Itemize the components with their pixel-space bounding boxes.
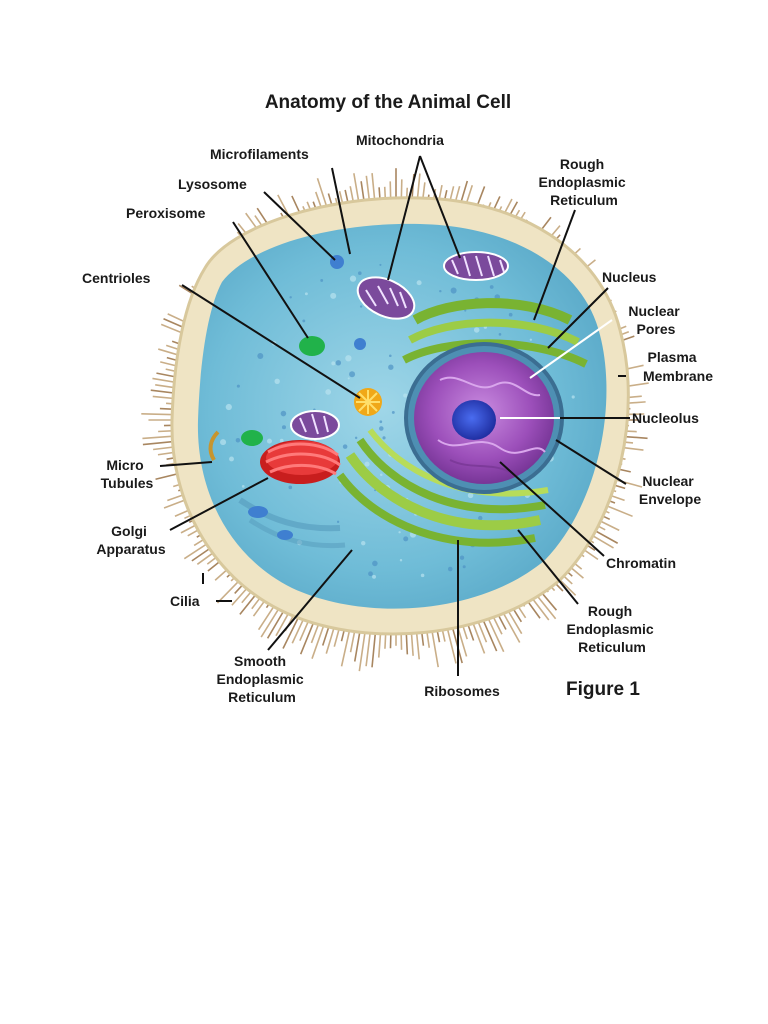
cytoplasm-speck [379,420,383,424]
cytoplasm-speck [274,378,280,384]
cytoplasm-speck [467,492,474,499]
cytoplasm-speck [447,566,453,572]
cytoplasm-speck [354,436,358,440]
centrioles-shape [354,388,382,416]
label-plasma-membrane: Plasma Membrane [643,349,713,384]
chromatin-shape [437,376,546,473]
cytoplasm-speck [225,403,232,411]
cytoplasm-speck [349,275,357,282]
mitochondrion-middle [290,410,340,440]
cytoplasm-speck [498,333,502,336]
cytoplasm-speck [304,292,308,296]
cytoplasm-speck [325,389,332,395]
cytoplasm-speck [288,485,293,490]
cytoplasm-speck [229,456,234,462]
cytoplasm-speck [398,531,401,534]
cytoplasm-speck [364,461,370,467]
cytoplasm-speck [391,410,395,414]
label-microfilaments: Microfilaments [210,146,309,162]
cytoplasm-speck [358,271,362,275]
cytoplasm-speck [347,377,350,380]
micro-tubules-shape [208,430,220,462]
diagram-title: Anatomy of the Animal Cell [265,92,511,113]
cytoplasm-speck [478,515,483,521]
label-chromatin: Chromatin [606,555,676,571]
cytoplasm-speck [280,410,287,417]
figure-label: Figure 1 [566,679,640,700]
cytoplasm-speck [439,289,442,293]
cytoplasm-speck [489,285,494,289]
cytoplasm-speck [571,395,575,399]
cytoplasm-speck [403,393,408,398]
smooth-er-shape [238,497,346,549]
vesicle-shape [241,430,263,446]
cytoplasm-speck [220,439,227,446]
cytoplasm-speck [359,305,363,308]
cytoplasm-speck [289,296,292,299]
cytoplasm-speck [349,371,356,378]
label-cilia: Cilia [170,593,200,609]
cytoplasm-speck [462,565,466,569]
cytoplasm-speck [378,426,384,431]
cytoplasm-speck [382,436,386,440]
label-micro-tubules: Micro Tubules [101,457,154,491]
cytoplasm-speck [279,438,284,443]
cytoplasm-speck [372,560,378,567]
label-rough-er-bottom: Rough Endoplasmic Reticulum [566,603,657,655]
cytoplasm-speck [473,327,480,333]
cytoplasm-speck [450,287,457,294]
cytoplasm-speck [281,425,287,430]
cytoplasm-speck [241,485,245,488]
label-nuclear-envelope: Nuclear Envelope [639,473,701,507]
label-lysosome: Lysosome [178,176,247,192]
cytoplasm-speck [266,438,272,444]
cytoplasm-speck [331,361,336,366]
label-nucleus: Nucleus [602,269,657,285]
label-nucleolus: Nucleolus [632,410,699,426]
cytoplasm-speck [379,473,383,476]
cytoplasm-speck [345,355,352,362]
cytoplasm-speck [389,354,392,358]
cytoplasm-speck [257,353,264,360]
cytoplasm-speck [342,444,348,449]
label-ribosomes: Ribosomes [424,683,500,699]
cytoplasm-speck [335,360,342,366]
mitochondrion-left [356,276,416,320]
mitochondrion-right [443,251,509,281]
label-peroxisome: Peroxisome [126,205,206,221]
nucleolus-shape [452,400,496,440]
label-centrioles: Centrioles [82,270,151,286]
cytoplasm-speck [388,364,394,370]
cytoplasm-speck [399,559,403,562]
label-mitochondria: Mitochondria [356,132,444,148]
cytoplasm-speck [372,574,376,579]
peroxisome-shape [299,336,325,356]
label-smooth-er: Smooth Endoplasmic Reticulum [216,653,307,705]
cytoplasm-speck [336,520,340,524]
cytoplasm-speck [416,280,422,286]
cytoplasm-speck [361,540,366,546]
cytoplasm-speck [330,292,337,299]
cytoplasm-speck [459,555,465,560]
vesicle-dot [354,338,366,350]
cytoplasm-speck [235,438,241,443]
label-rough-er-top: Rough Endoplasmic Reticulum [538,156,629,208]
cytoplasm-speck [236,384,240,388]
cytoplasm-speck [368,571,373,577]
leader-lines [159,155,630,676]
label-golgi-apparatus: Golgi Apparatus [96,523,165,557]
cytoplasm-speck [379,263,382,266]
cytoplasm-speck [403,536,409,542]
cytoplasm-speck [464,309,467,312]
cytoplasm-speck [320,279,324,282]
cytoplasm-speck [508,312,513,317]
cytoplasm-speck [420,573,425,578]
cytoplasm-speck [529,338,532,341]
golgi-apparatus-shape [260,440,341,484]
cytoplasm-speck [302,319,306,323]
label-nuclear-pores: Nuclear Pores [628,303,683,337]
